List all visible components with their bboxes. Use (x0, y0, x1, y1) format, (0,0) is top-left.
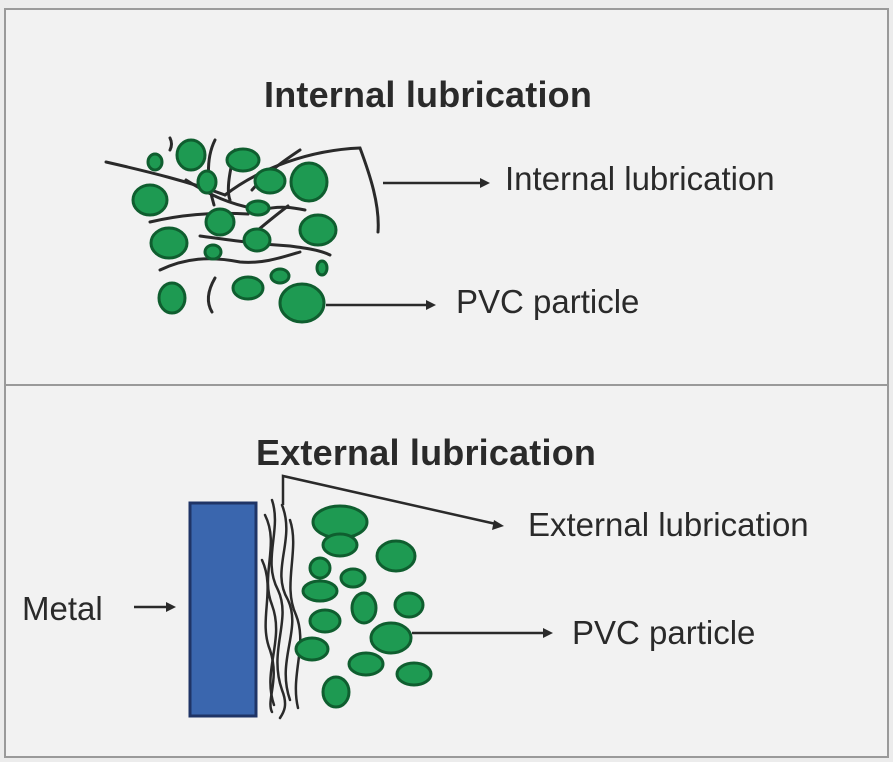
pvc-particle (175, 138, 207, 172)
pvc-particle (393, 591, 425, 619)
pvc-particle (395, 661, 433, 687)
arrow-head (480, 178, 490, 188)
pvc-particle (278, 282, 326, 324)
pvc-particle (146, 152, 164, 172)
pvc-particle (196, 169, 218, 195)
internal-lubrication-title: Internal lubrication (264, 74, 593, 115)
pvc-particle (294, 636, 330, 662)
external-lubrication-label: External lubrication (528, 506, 809, 543)
pvc-particle (269, 267, 291, 285)
pvc-particle (339, 567, 367, 589)
external-pvc-particle-label: PVC particle (572, 614, 756, 651)
arrow-head (543, 628, 553, 638)
pvc-particle (203, 243, 223, 261)
external-pvc-particles (294, 504, 433, 709)
pvc-particle (204, 207, 236, 237)
pvc-particle (157, 281, 187, 315)
pvc-particle (149, 226, 189, 260)
internal-arrows (326, 178, 490, 310)
external-lubrication-panel (4, 384, 889, 758)
pvc-particle (253, 167, 287, 195)
pvc-particle (301, 579, 339, 603)
pvc-particle (350, 591, 378, 625)
external-lubrication-title: External lubrication (256, 432, 597, 473)
metal-label: Metal (22, 590, 103, 627)
external-lubrication-pointer (281, 474, 504, 530)
pvc-particle (245, 199, 271, 217)
metal-plate (188, 501, 258, 718)
arrow-head (492, 520, 504, 530)
pvc-particle (315, 259, 329, 277)
pvc-particle (321, 532, 359, 558)
internal-pvc-particles (131, 138, 338, 324)
arrow-head (166, 602, 176, 612)
pvc-particle (347, 651, 385, 677)
internal-pvc-particle-label: PVC particle (456, 283, 640, 320)
pvc-particle (375, 539, 417, 573)
external-lubricant-chains (260, 498, 302, 720)
pvc-particle (225, 147, 261, 173)
pvc-particle (242, 227, 272, 253)
pvc-particle (131, 183, 169, 217)
pvc-particle (308, 608, 342, 634)
pvc-particle (369, 621, 413, 655)
pvc-particle (231, 275, 265, 301)
pvc-particle (321, 675, 351, 709)
pvc-particle (298, 213, 338, 247)
internal-lubrication-label: Internal lubrication (505, 160, 775, 197)
pvc-particle (308, 556, 332, 580)
arrow-head (426, 300, 436, 310)
pvc-particle (289, 161, 329, 203)
external-arrows (134, 602, 553, 638)
